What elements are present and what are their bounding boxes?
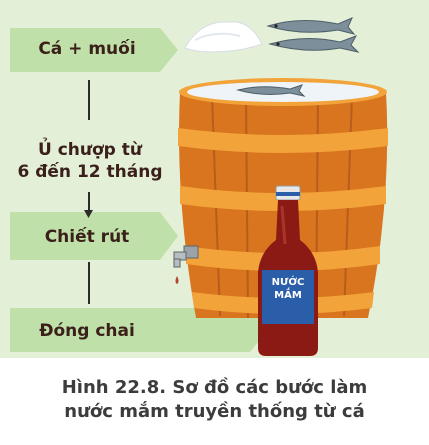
fish-icon (266, 17, 360, 53)
connector-arrowheads (84, 210, 93, 218)
step-2-text-line-1: Ủ chượp từ (37, 140, 142, 160)
tap-icon (173, 245, 199, 284)
step-2-label: Ủ chượp từ 6 đến 12 tháng (6, 134, 174, 188)
step-arrow-1 (10, 28, 178, 72)
step-1-label: Cá + muối (6, 24, 168, 74)
bottle-label: NƯỚC MẮM (262, 276, 314, 302)
caption-line-1: Hình 22.8. Sơ đồ các bước làm (61, 377, 368, 398)
step-3-label: Chiết rút (6, 212, 168, 262)
bottle-label-line-1: NƯỚC (271, 277, 305, 288)
connector-line-3 (88, 262, 90, 304)
step-arrows (10, 28, 268, 352)
step-2-text-line-2: 6 đến 12 tháng (17, 162, 163, 182)
salt-pile-icon (184, 21, 263, 53)
figure-caption: Hình 22.8. Sơ đồ các bước làm nước mắm t… (0, 376, 429, 424)
step-3-text: Chiết rút (44, 227, 130, 247)
connector-line-1 (88, 80, 90, 120)
connector-arrowhead-2 (84, 210, 93, 218)
step-1-text: Cá + muối (38, 39, 136, 59)
step-arrow-4 (10, 308, 268, 352)
bottle-label-line-2: MẮM (274, 290, 302, 301)
step-4-label: Đóng chai (6, 306, 168, 356)
caption-line-2: nước mắm truyền thống từ cá (64, 401, 365, 422)
bottle-icon (258, 185, 318, 356)
illustration (173, 17, 388, 356)
connector-line-2 (88, 192, 90, 214)
step-4-text: Đóng chai (39, 321, 135, 341)
step-arrow-3 (10, 212, 178, 260)
